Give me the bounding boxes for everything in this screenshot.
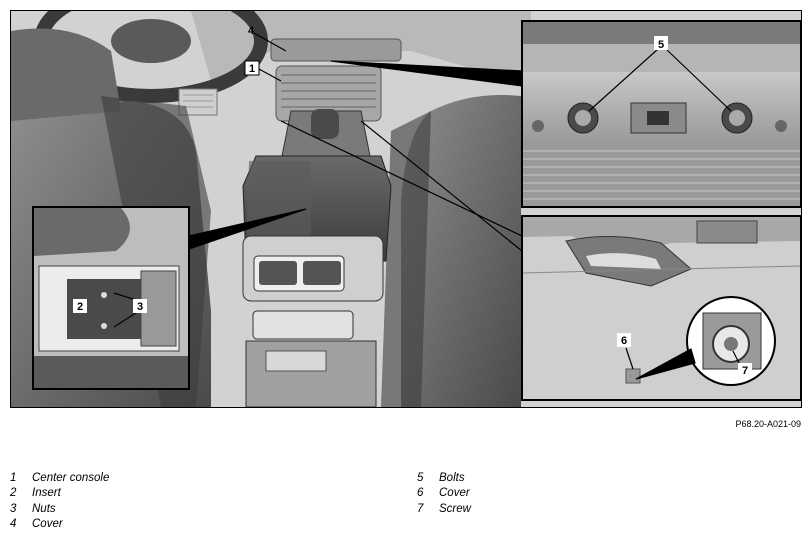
screw-detail-circle	[686, 296, 776, 386]
center-console	[242, 155, 392, 408]
legend-number: 5	[417, 471, 424, 484]
inset-insert	[32, 206, 190, 390]
legend-number: 1	[10, 471, 17, 484]
legend-number: 4	[10, 518, 17, 531]
callout-4: 4	[248, 25, 255, 37]
legend-label: Center console	[32, 471, 110, 484]
leader-lines	[113, 32, 742, 380]
main-interior-view: 1 4 5 2 3 6 7	[11, 0, 802, 408]
legend-right: 5 Bolts 6 Cover 7 Screw	[417, 470, 471, 517]
legend-item: 3 Nuts	[10, 501, 109, 517]
legend-number: 7	[417, 502, 424, 515]
bolt-left	[567, 102, 599, 134]
callout-6: 6	[621, 335, 627, 347]
legend-left: 1 Center console 2 Insert 3 Nuts 4 Cover	[10, 470, 109, 532]
bolt-right	[721, 102, 753, 134]
legend-number: 6	[417, 487, 424, 500]
callout-5: 5	[658, 39, 664, 51]
legend-label: Nuts	[32, 502, 56, 515]
legend-label: Cover	[439, 487, 470, 500]
callout-7: 7	[742, 365, 748, 377]
legend-item: 7 Screw	[417, 501, 471, 517]
vehicle-interior-illustration: 1 4 5 2 3 6 7	[10, 0, 802, 408]
dashboard-cover	[270, 38, 402, 122]
legend-label: Insert	[32, 487, 61, 500]
figure-reference: P68.20-A021-09	[735, 419, 801, 429]
callout-2: 2	[77, 301, 83, 313]
legend-label: Bolts	[439, 471, 465, 484]
legend-item: 2 Insert	[10, 486, 109, 502]
legend-number: 3	[10, 502, 17, 515]
legend-item: 4 Cover	[10, 517, 109, 533]
callout-1: 1	[249, 63, 255, 75]
right-seat	[381, 95, 521, 407]
legend-label: Cover	[32, 518, 63, 531]
inset-bolts	[521, 20, 802, 208]
legend-label: Screw	[439, 502, 471, 515]
legend-item: 1 Center console	[10, 470, 109, 486]
callout-labels: 1 4 5 2 3 6 7	[73, 25, 752, 377]
legend-item: 5 Bolts	[417, 470, 471, 486]
legend-number: 2	[10, 487, 17, 500]
legend-item: 6 Cover	[417, 486, 471, 502]
illustration-svg: 1 4 5 2 3 6 7	[11, 0, 802, 408]
callout-3: 3	[137, 301, 143, 313]
